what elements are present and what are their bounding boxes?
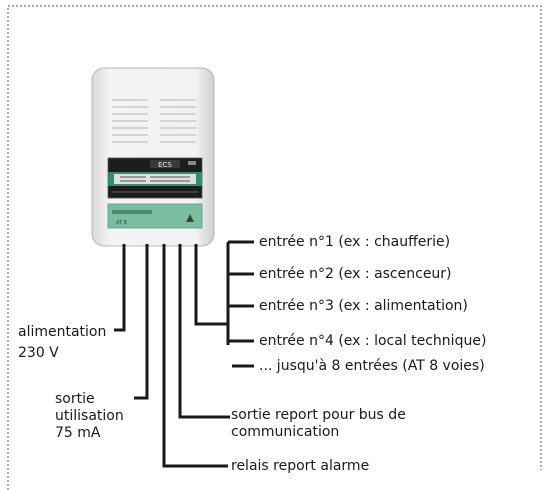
logo-mark [186, 214, 194, 222]
label-input-1: entrée n°1 (ex : chaufferie) [259, 234, 451, 250]
device-body [91, 67, 215, 247]
label-power: alimentation 230 V [18, 324, 107, 361]
label-input-2: entrée n°2 (ex : ascenceur) [259, 266, 452, 282]
wire-power [114, 244, 126, 332]
panel-header [150, 160, 180, 168]
wire-bus-output [178, 244, 230, 419]
label-area [114, 174, 196, 184]
label-bus-output: sortie report pour bus de communication [231, 407, 406, 440]
wire-input-bundle [194, 244, 228, 326]
label-input-3: entrée n°3 (ex : alimentation) [259, 298, 468, 314]
lower-cover [107, 203, 203, 229]
connection-wires [114, 240, 254, 468]
label-alarm-relay: relais report alarme [231, 458, 370, 474]
label-output-use: sortie utilisation 75 mA [55, 391, 124, 441]
status-led [188, 161, 196, 165]
device-brand: ECS [158, 161, 172, 169]
device-illustration: ECS AT 8 [91, 67, 215, 247]
label-input-more: ... jusqu'à 8 entrées (AT 8 voies) [259, 358, 485, 374]
wire-output-use [134, 244, 149, 400]
device-model: AT 8 [116, 220, 127, 226]
dotted-border [7, 5, 542, 490]
label-input-4: entrée n°4 (ex : local technique) [259, 333, 487, 349]
wire-alarm-relay [162, 244, 228, 468]
vent-grille [112, 99, 196, 143]
